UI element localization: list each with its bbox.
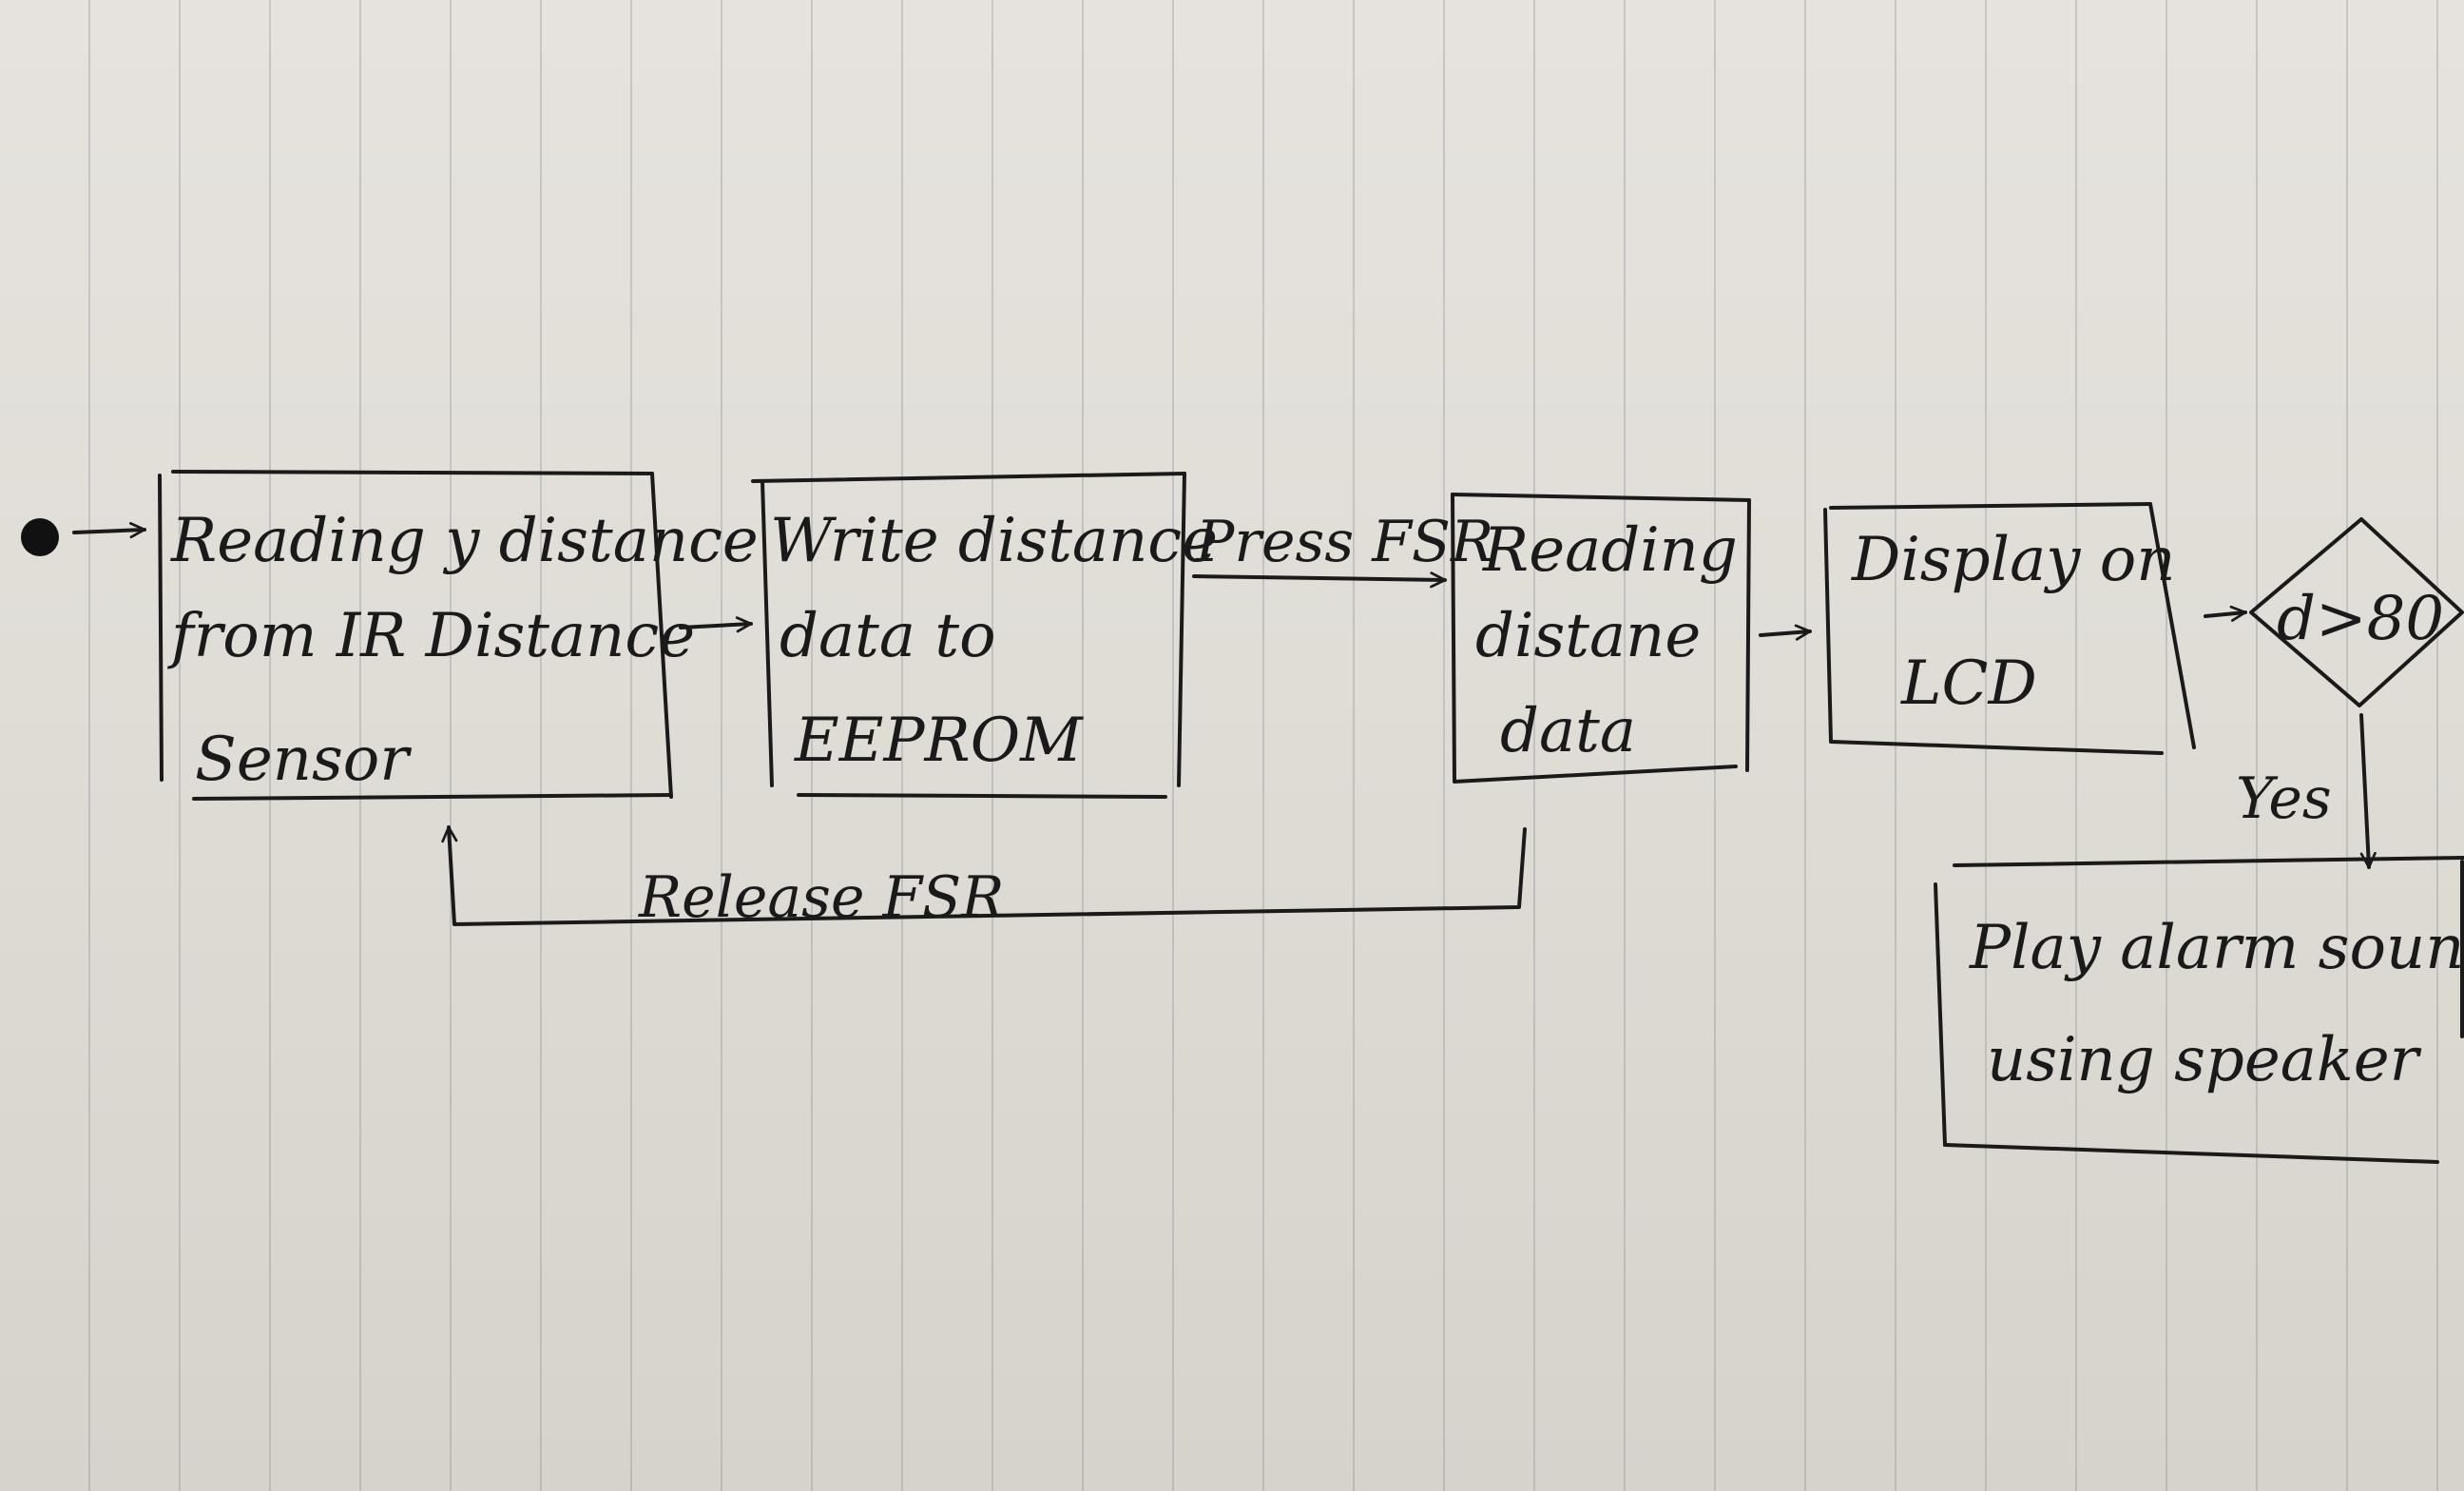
decision-label: d>80 xyxy=(2277,584,2444,654)
read-sensor-line1: Reading y distance xyxy=(170,506,759,576)
press-fsr-label: Press FSR xyxy=(1195,509,1493,575)
node-read-sensor: Reading y distance from IR Distance Sens… xyxy=(158,470,759,801)
release-fsr-label: Release FSR xyxy=(638,864,1004,931)
edge-release-fsr: Release FSR xyxy=(441,825,1527,931)
arrow-to-decision xyxy=(2204,605,2247,622)
edge-yes: Yes xyxy=(2236,713,2377,869)
start-arrow xyxy=(72,522,146,539)
read-sensor-line3: Sensor xyxy=(195,725,412,795)
alarm-line2: using speaker xyxy=(1987,1025,2422,1095)
node-read-data: Reading distane data xyxy=(1451,493,1751,784)
read-data-line3: data xyxy=(1500,696,1636,766)
node-alarm: Play alarm sounds using speaker xyxy=(1934,856,2464,1164)
start-node-dot xyxy=(21,518,59,556)
edge-press-fsr: Press FSR xyxy=(1192,509,1493,589)
node-display-lcd: Display on LCD xyxy=(1823,502,2196,755)
arrow-to-display-lcd xyxy=(1759,624,1812,641)
node-write-eeprom: Write distance data to EEPROM xyxy=(751,472,1218,799)
write-eeprom-line2: data to xyxy=(780,601,996,671)
alarm-line1: Play alarm sounds xyxy=(1969,913,2464,983)
node-decision: d>80 xyxy=(2249,517,2464,707)
display-lcd-line1: Display on xyxy=(1851,525,2175,595)
write-eeprom-line1: Write distance xyxy=(770,506,1218,576)
arrow-to-write-eeprom xyxy=(679,616,753,633)
display-lcd-line2: LCD xyxy=(1900,649,2037,719)
read-data-line1: Reading xyxy=(1482,515,1738,586)
read-data-line2: distane xyxy=(1475,601,1701,671)
yes-label: Yes xyxy=(2236,765,2332,832)
write-eeprom-line3: EEPROM xyxy=(794,706,1084,776)
read-sensor-line2: from IR Distance xyxy=(167,601,695,671)
